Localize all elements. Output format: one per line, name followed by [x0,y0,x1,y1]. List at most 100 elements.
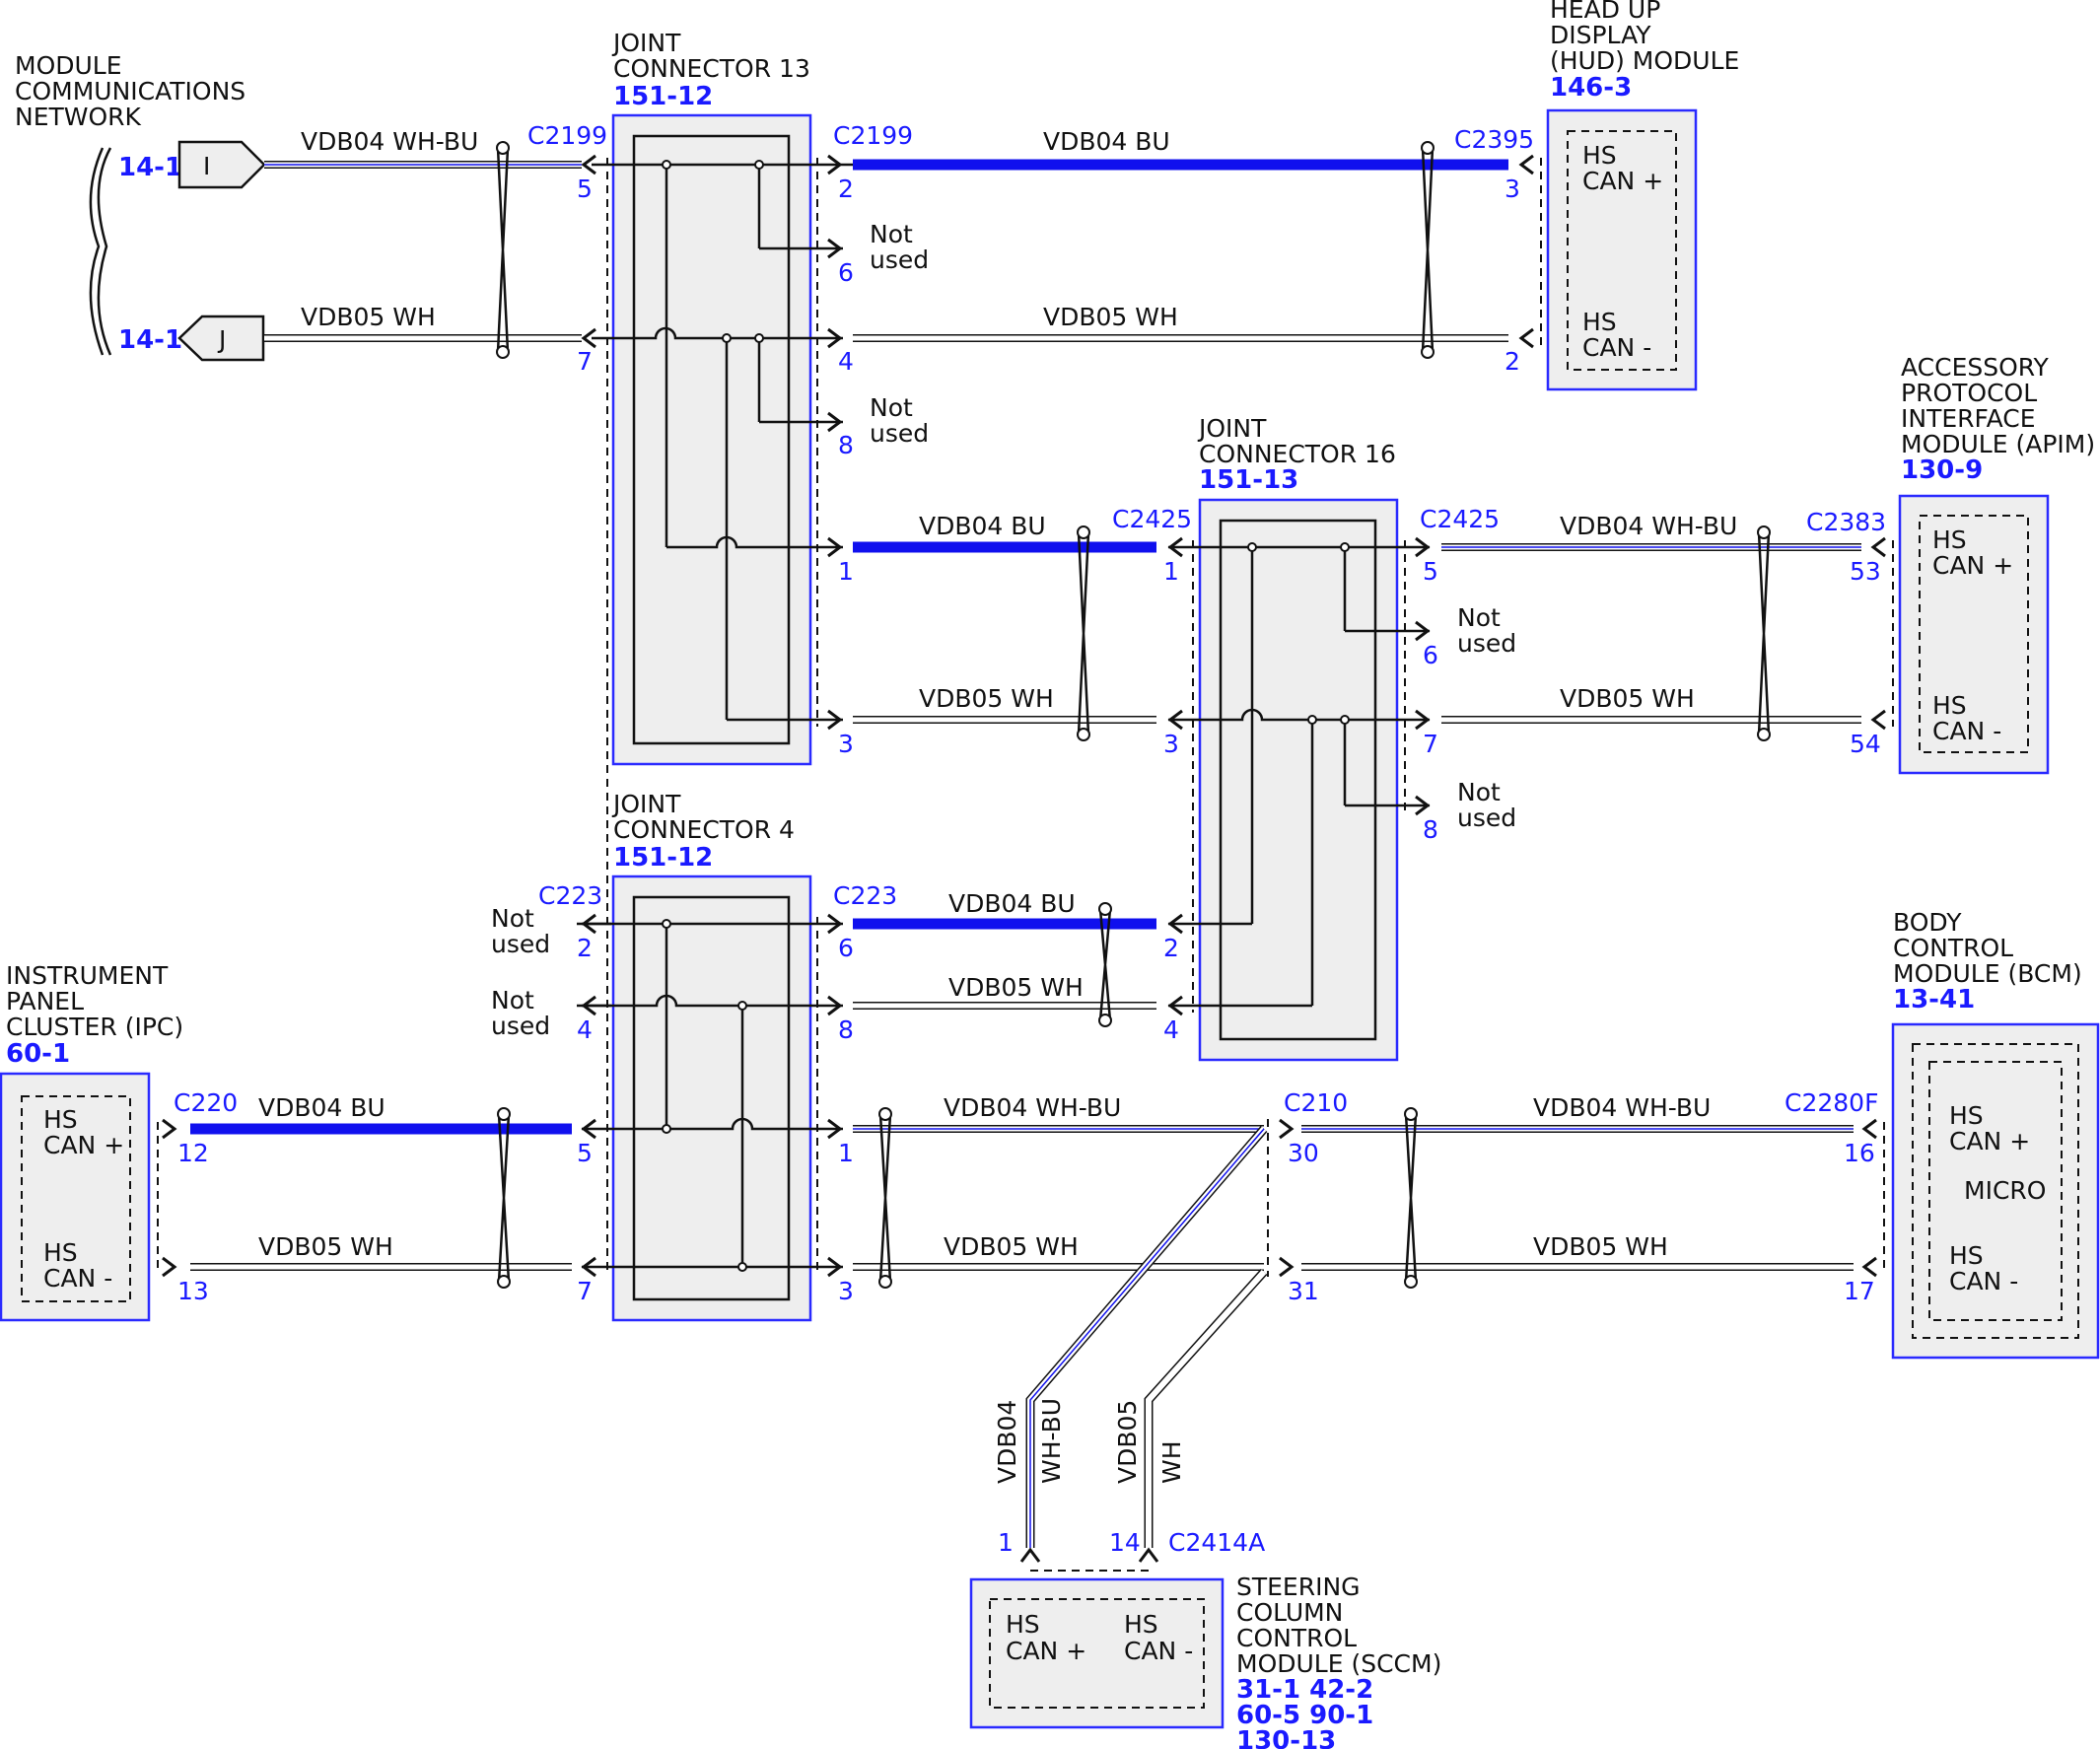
svg-text:VDB04 WH-BU: VDB04 WH-BU [301,127,478,156]
svg-text:4: 4 [1163,1015,1179,1044]
svg-text:4: 4 [577,1015,593,1044]
svg-text:C223: C223 [833,881,897,910]
svg-text:JOINT: JOINT [611,790,681,818]
svg-text:16: 16 [1844,1139,1875,1167]
svg-text:14-1: 14-1 [118,153,182,182]
joint-connector-4: JOINT CONNECTOR 4 151-12 [611,790,812,1322]
pin-numbers: 5 7 2 6 4 8 1 3 3 2 1 3 5 6 7 8 53 54 2 … [177,175,1881,1557]
svg-text:PANEL: PANEL [6,987,84,1015]
svg-text:used: used [1457,629,1516,658]
svg-text:CAN +: CAN + [1932,551,2013,580]
svg-text:HS: HS [1006,1610,1040,1639]
svg-text:INTERFACE: INTERFACE [1901,404,2036,433]
svg-text:STEERING: STEERING [1236,1573,1361,1601]
sccm-module: HS CAN + HS CAN - STEERING COLUMN CONTRO… [969,1573,1441,1749]
svg-text:HS: HS [43,1238,78,1267]
svg-text:30: 30 [1288,1139,1319,1167]
svg-text:2: 2 [577,934,593,962]
svg-text:12: 12 [177,1139,209,1167]
svg-text:CAN +: CAN + [1006,1637,1086,1665]
svg-text:Not: Not [870,393,913,422]
svg-text:5: 5 [577,175,593,203]
svg-text:J: J [217,325,226,354]
svg-text:146-3: 146-3 [1550,73,1632,103]
pin-markers [162,154,1886,1563]
joint-traces [157,158,1894,1274]
svg-text:2: 2 [1505,347,1520,376]
hud-module: HEAD UP DISPLAY (HUD) MODULE 146-3 HS CA… [1546,0,1739,391]
svg-text:MODULE (APIM): MODULE (APIM) [1901,430,2095,458]
svg-text:WH-BU: WH-BU [1037,1398,1066,1484]
joint-connector-16: JOINT CONNECTOR 16 151-13 [1197,414,1399,1062]
svg-text:VDB04: VDB04 [993,1400,1021,1484]
svg-text:CONTROL: CONTROL [1236,1624,1357,1652]
svg-text:COLUMN: COLUMN [1236,1598,1343,1627]
wire-labels: VDB04 WH-BU VDB05 WH VDB04 BU VDB05 WH V… [258,127,1737,1484]
svg-text:7: 7 [1423,730,1438,758]
svg-text:VDB04 WH-BU: VDB04 WH-BU [1533,1093,1711,1122]
svg-text:7: 7 [577,1277,593,1305]
svg-text:DISPLAY: DISPLAY [1550,21,1651,49]
svg-text:HS: HS [1124,1610,1158,1639]
svg-text:7: 7 [577,347,593,376]
svg-text:5: 5 [577,1139,593,1167]
svg-text:I: I [203,152,210,180]
svg-text:C2199: C2199 [833,121,913,150]
svg-text:3: 3 [1505,175,1520,203]
svg-text:VDB05 WH: VDB05 WH [948,973,1084,1002]
svg-text:3: 3 [838,1277,854,1305]
svg-text:VDB04 BU: VDB04 BU [1043,127,1170,156]
svg-text:CAN -: CAN - [1582,333,1651,362]
svg-text:13-41: 13-41 [1893,985,1975,1014]
svg-text:Not: Not [491,904,534,933]
tag-i: I [177,140,266,189]
svg-text:14-1: 14-1 [118,325,182,355]
svg-text:NETWORK: NETWORK [15,103,142,131]
svg-text:8: 8 [838,431,854,459]
svg-text:8: 8 [1423,815,1438,844]
svg-text:VDB05: VDB05 [1113,1400,1142,1484]
svg-text:5: 5 [1423,557,1438,586]
svg-text:VDB05 WH: VDB05 WH [1043,303,1178,331]
ipc-module: INSTRUMENT PANEL CLUSTER (IPC) 60-1 HS C… [0,961,183,1322]
svg-text:6: 6 [838,258,854,287]
svg-text:130-13: 130-13 [1236,1726,1336,1749]
svg-text:VDB04 WH-BU: VDB04 WH-BU [1560,512,1737,540]
svg-text:130-9: 130-9 [1901,455,1983,485]
connector-labels: C2199 C2199 C2395 C2425 C2425 C2383 C223… [174,121,1886,1557]
svg-text:1: 1 [1163,557,1179,586]
svg-text:2: 2 [1163,934,1179,962]
svg-text:Not: Not [870,220,913,248]
svg-text:6: 6 [1423,641,1438,669]
svg-text:60-5 90-1: 60-5 90-1 [1236,1701,1373,1730]
svg-text:17: 17 [1844,1277,1875,1305]
svg-text:C2383: C2383 [1806,508,1886,536]
svg-text:CONNECTOR 13: CONNECTOR 13 [613,54,810,83]
not-used-labels: Not used Not used Not used Not used Not … [491,220,1516,1040]
svg-text:MODULE (BCM): MODULE (BCM) [1893,959,2082,988]
svg-text:C2280F: C2280F [1785,1088,1878,1117]
svg-text:151-13: 151-13 [1199,465,1298,495]
svg-text:MODULE: MODULE [15,51,122,80]
svg-text:HS: HS [1949,1101,1984,1130]
svg-text:2: 2 [838,175,854,203]
svg-text:151-12: 151-12 [613,82,713,111]
svg-text:HS: HS [1932,525,1967,554]
svg-text:CAN +: CAN + [43,1131,124,1159]
svg-text:4: 4 [838,347,854,376]
svg-text:Not: Not [1457,778,1501,806]
svg-text:used: used [870,245,929,274]
svg-text:HS: HS [1949,1241,1984,1270]
svg-text:HS: HS [1582,141,1617,170]
svg-text:Not: Not [1457,603,1501,632]
svg-text:1: 1 [838,1139,854,1167]
svg-text:CAN -: CAN - [1932,717,2001,745]
svg-text:VDB05 WH: VDB05 WH [944,1232,1079,1261]
svg-text:PROTOCOL: PROTOCOL [1901,379,2037,407]
svg-text:used: used [491,930,550,958]
svg-text:31-1 42-2: 31-1 42-2 [1236,1675,1373,1705]
tag-j: J [177,315,265,362]
svg-text:6: 6 [838,934,854,962]
apim-module: ACCESSORY PROTOCOL INTERFACE MODULE (API… [1898,353,2095,775]
